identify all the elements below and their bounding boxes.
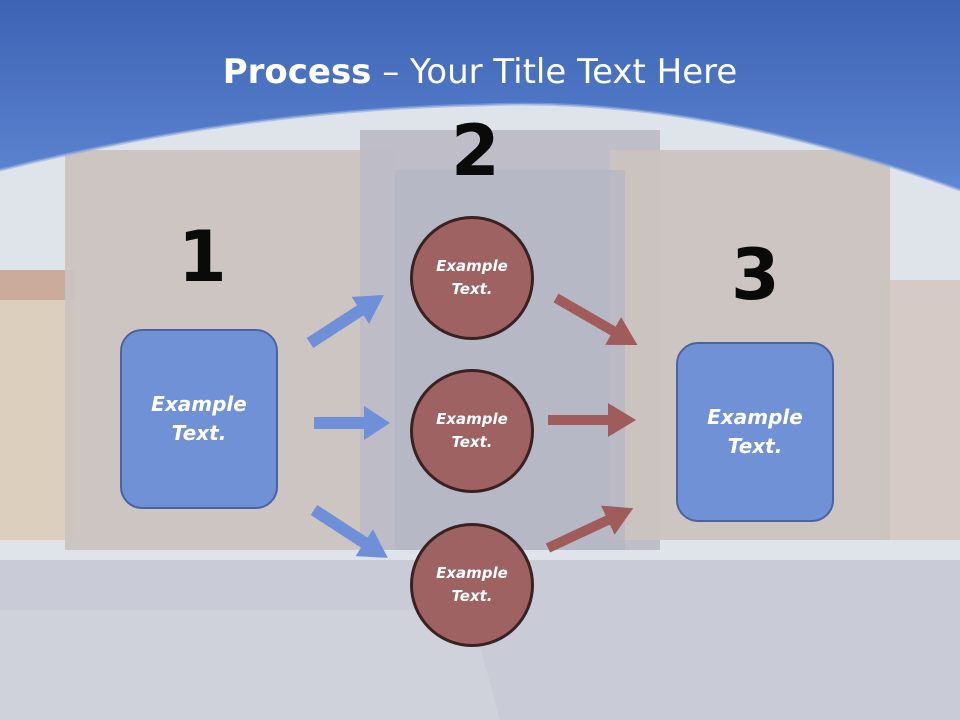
- right-text-box: Example Text.: [676, 342, 834, 522]
- arrow-blue-up: [306, 295, 384, 349]
- arrow-red-up: [545, 505, 634, 553]
- left-box-line1: Example: [151, 392, 247, 416]
- arrow-red-down: [553, 293, 638, 345]
- circle-bottom-line1: Example: [436, 564, 508, 582]
- step-number-1: 1: [178, 216, 227, 298]
- title-bold: Process: [222, 52, 372, 92]
- slide-title: Process – Your Title Text Here: [0, 52, 960, 92]
- step-number-3: 3: [731, 234, 780, 316]
- left-box-line2: Text.: [171, 421, 227, 445]
- title-rest: – Your Title Text Here: [382, 52, 738, 92]
- circle-middle-line1: Example: [436, 410, 508, 428]
- circle-top: Example Text.: [410, 216, 534, 340]
- circle-top-line1: Example: [436, 257, 508, 275]
- circle-bottom-line2: Text.: [451, 587, 493, 605]
- arrow-blue-right: [314, 406, 390, 440]
- arrow-blue-down: [310, 504, 388, 558]
- right-box-line2: Text.: [727, 434, 783, 458]
- arrow-red-right: [548, 403, 636, 437]
- left-text-box: Example Text.: [120, 329, 278, 509]
- circle-middle-line2: Text.: [451, 433, 493, 451]
- right-box-line1: Example: [707, 405, 803, 429]
- circle-bottom: Example Text.: [410, 523, 534, 647]
- circle-middle: Example Text.: [410, 369, 534, 493]
- step-number-2: 2: [451, 110, 500, 192]
- circle-top-line2: Text.: [451, 280, 493, 298]
